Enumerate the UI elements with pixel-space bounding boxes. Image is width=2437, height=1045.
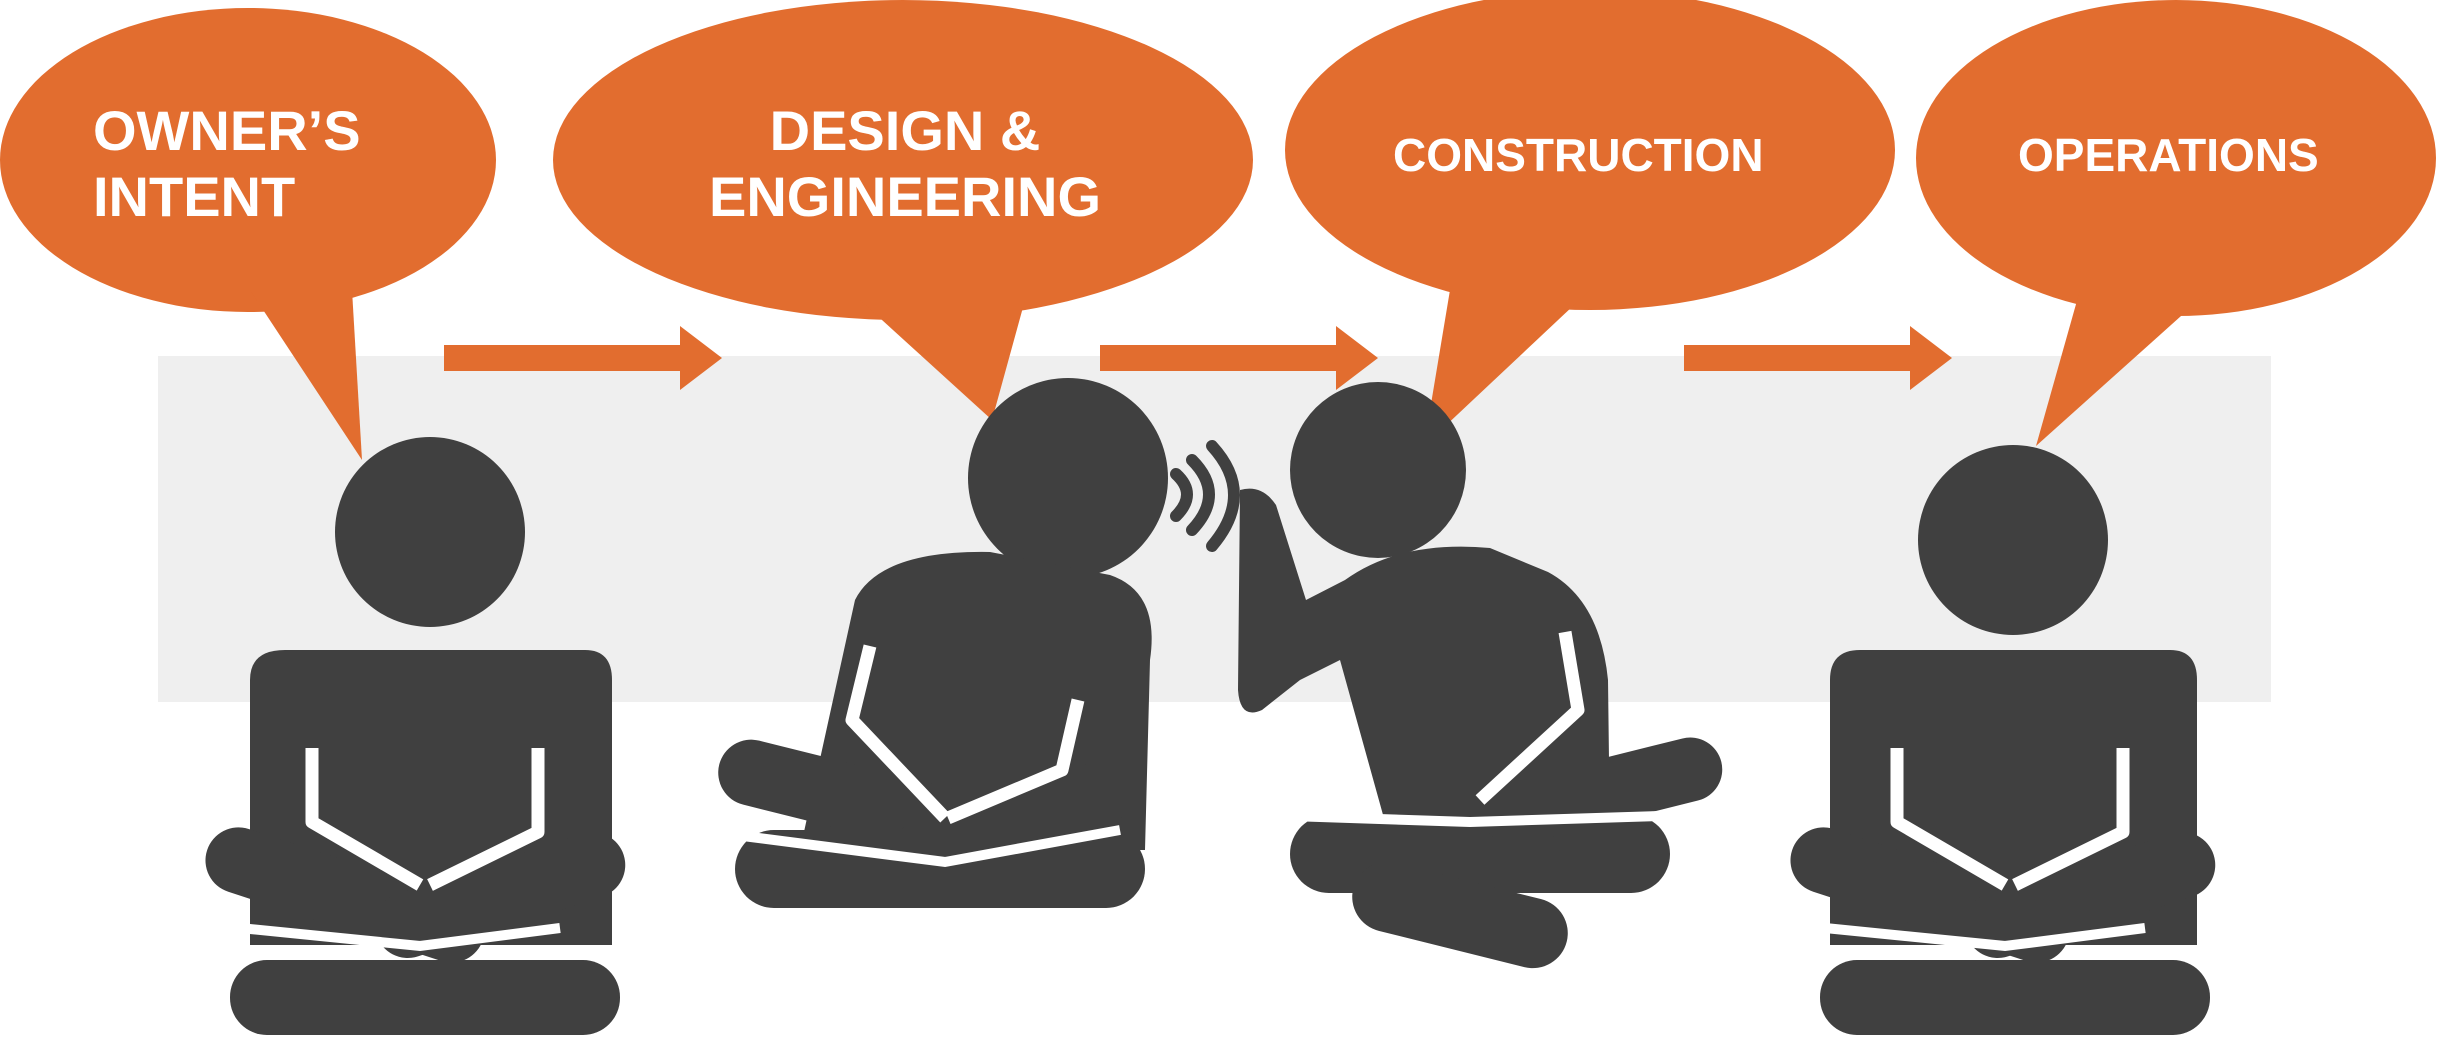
person-listening-icon <box>1238 382 1723 969</box>
person-seated-icon <box>205 437 626 1035</box>
stage-label-line: OPERATIONS <box>2018 129 2319 181</box>
arrow-right-icon <box>1100 326 1378 390</box>
stage-label-line: ENGINEERING <box>708 165 1102 229</box>
stage-label-line: CONSTRUCTION <box>1393 129 1764 181</box>
person-seated-icon <box>1790 445 2216 1035</box>
arrow-right-icon <box>1684 326 1952 390</box>
speech-bubble-design-engineering <box>553 0 1253 420</box>
speech-bubble-construction <box>1285 0 1895 446</box>
stage-label-line: DESIGN & <box>769 99 1041 162</box>
speech-bubble-operations <box>1916 0 2436 446</box>
stage-label-line: INTENT <box>93 165 296 229</box>
stage-label-construction: CONSTRUCTION <box>1393 128 1764 182</box>
stage-label-owners-intent: OWNER’S INTENT <box>93 98 361 230</box>
speech-bubble-owners-intent <box>0 8 496 460</box>
sound-waves-icon <box>1170 440 1240 552</box>
stage-label-design-engineering: DESIGN & ENGINEERING <box>705 98 1105 230</box>
arrow-right-icon <box>444 326 722 390</box>
stage-label-operations: OPERATIONS <box>2018 128 2319 182</box>
stage-label-line: OWNER’S <box>93 99 361 162</box>
person-seated-icon <box>718 378 1168 908</box>
